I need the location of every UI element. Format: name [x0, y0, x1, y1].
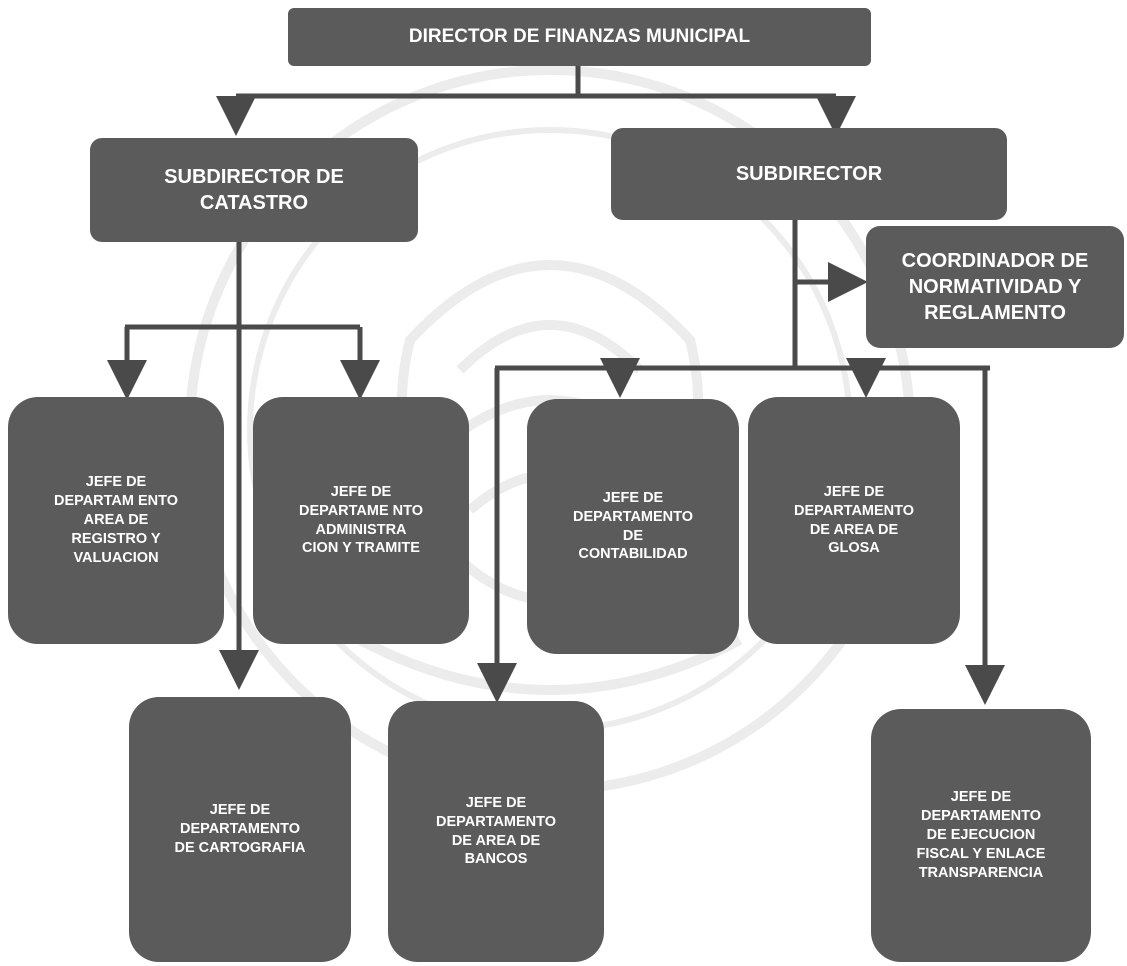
subdirector-label: SUBDIRECTOR: [735, 163, 883, 185]
jefe-glosa-box: JEFE DE DEPARTAMENTO DE AREA DE GLOSA: [748, 397, 960, 644]
coordinador-label: COORDINADOR DE NORMATIVIDAD Y REGLAMENTO: [901, 250, 1089, 324]
jefe-administracion-box: JEFE DE DEPARTAME NTO ADMINISTRA CION Y …: [253, 397, 469, 644]
jefe-contabilidad-label: JEFE DE DEPARTAMENTO DE CONTABILIDAD: [572, 489, 694, 563]
jefe-cartografia-box: JEFE DE DEPARTAMENTO DE CARTOGRAFIA: [129, 697, 351, 962]
jefe-ejecucion-box: JEFE DE DEPARTAMENTO DE EJECUCION FISCAL…: [871, 709, 1091, 962]
jefe-registro-label: JEFE DE DEPARTAM ENTO AREA DE REGISTRO Y…: [53, 474, 179, 566]
jefe-bancos-box: JEFE DE DEPARTAMENTO DE AREA DE BANCOS: [388, 701, 604, 962]
subdirector-box: SUBDIRECTOR: [611, 128, 1007, 220]
jefe-registro-box: JEFE DE DEPARTAM ENTO AREA DE REGISTRO Y…: [8, 397, 224, 644]
jefe-contabilidad-box: JEFE DE DEPARTAMENTO DE CONTABILIDAD: [527, 399, 739, 654]
jefe-cartografia-label: JEFE DE DEPARTAMENTO DE CARTOGRAFIA: [174, 802, 306, 856]
subdirector-catastro-box: SUBDIRECTOR DE CATASTRO: [90, 138, 418, 242]
jefe-administracion-label: JEFE DE DEPARTAME NTO ADMINISTRA CION Y …: [298, 483, 424, 557]
director-box: DIRECTOR DE FINANZAS MUNICIPAL: [288, 8, 871, 66]
jefe-glosa-label: JEFE DE DEPARTAMENTO DE AREA DE GLOSA: [793, 483, 915, 557]
subdirector-catastro-label: SUBDIRECTOR DE CATASTRO: [164, 166, 344, 214]
coordinador-box: COORDINADOR DE NORMATIVIDAD Y REGLAMENTO: [866, 226, 1124, 348]
jefe-ejecucion-label: JEFE DE DEPARTAMENTO DE EJECUCION FISCAL…: [916, 789, 1046, 881]
jefe-bancos-label: JEFE DE DEPARTAMENTO DE AREA DE BANCOS: [435, 794, 557, 868]
director-label: DIRECTOR DE FINANZAS MUNICIPAL: [408, 25, 751, 47]
